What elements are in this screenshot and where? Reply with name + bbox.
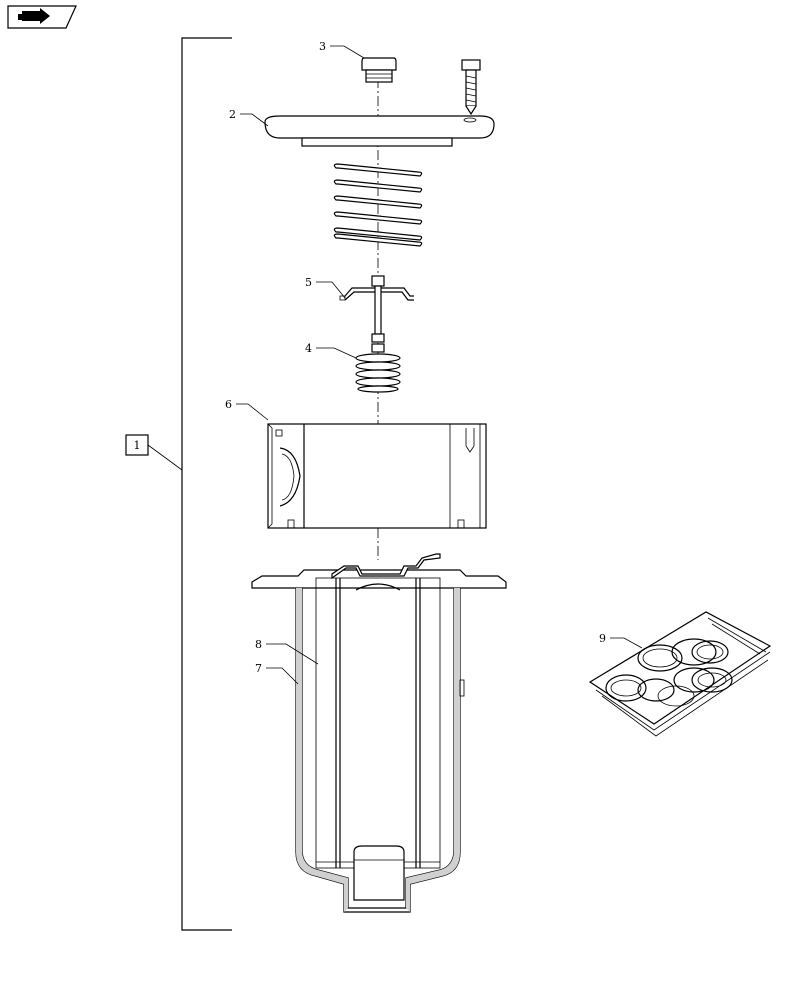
- part-2-cover[interactable]: [264, 115, 495, 147]
- part-8-inner-element[interactable]: [315, 553, 441, 901]
- callout-9-label: 9: [599, 632, 606, 645]
- bolt[interactable]: [461, 59, 481, 116]
- callout-4-label: 4: [305, 342, 312, 355]
- part-3-plug[interactable]: [361, 57, 397, 83]
- large-spring[interactable]: [333, 163, 423, 247]
- callout-2-label: 3: [319, 40, 326, 53]
- callout-2b-label: 2: [229, 108, 236, 121]
- next-page-icon[interactable]: [7, 5, 77, 29]
- callout-8-label: 8: [255, 638, 262, 651]
- part-4-small-spring[interactable]: [355, 343, 401, 393]
- callout-leaders: [236, 45, 643, 685]
- part-9-seal-kit[interactable]: [588, 611, 772, 737]
- assembly-label: 1: [134, 439, 141, 452]
- callout-5-label: 5: [305, 276, 312, 289]
- assembly-label-box[interactable]: 1: [125, 434, 149, 456]
- part-5-bracket[interactable]: [339, 275, 414, 343]
- part-7-housing[interactable]: [251, 569, 507, 913]
- callout-6-label: 6: [225, 398, 232, 411]
- part-6-filter-element[interactable]: [267, 423, 487, 529]
- assembly-bracket: [147, 37, 232, 931]
- callout-7-label: 7: [255, 662, 262, 675]
